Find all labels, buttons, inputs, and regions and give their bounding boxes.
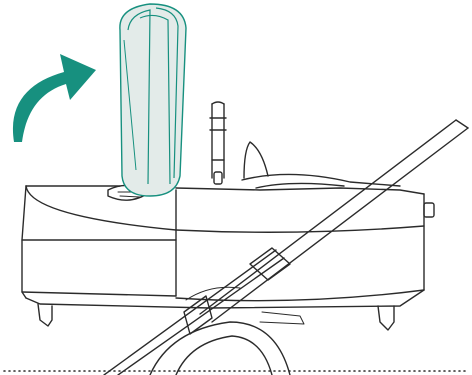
carrycot-body: [22, 142, 434, 330]
strap: [120, 4, 186, 196]
curved-arrow-icon: [13, 54, 96, 142]
carrycot-handle: [210, 102, 226, 184]
